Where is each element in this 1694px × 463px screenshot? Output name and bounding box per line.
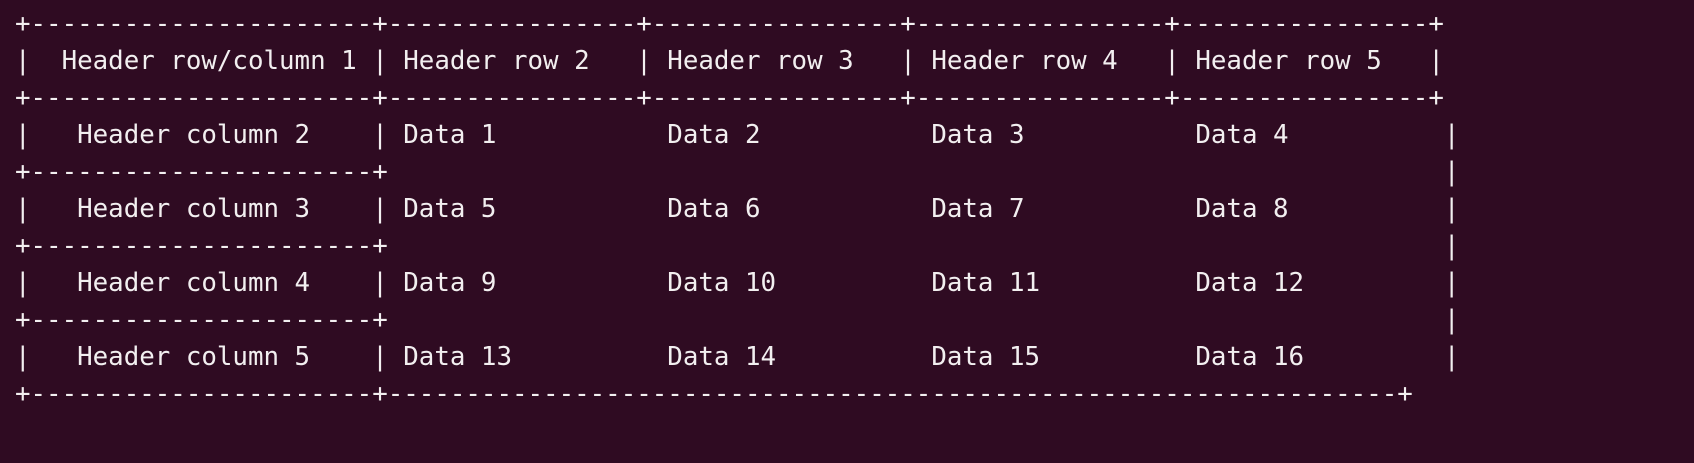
table-header-row: | Header row/column 1 | Header row 2 | H… [15, 46, 1444, 76]
table-row: | Header column 5 | Data 13 Data 14 Data… [15, 342, 1460, 372]
table-row: | Header column 2 | Data 1 Data 2 Data 3… [15, 120, 1460, 150]
table-row: | Header column 4 | Data 9 Data 10 Data … [15, 268, 1460, 298]
table-header-separator: +----------------------+----------------… [15, 83, 1444, 113]
table-top-border: +----------------------+----------------… [15, 9, 1444, 39]
table-row-separator: +----------------------+ | [15, 231, 1460, 261]
table-bottom-border: +----------------------+----------------… [15, 379, 1429, 409]
table-row-separator: +----------------------+ | [15, 157, 1460, 187]
table-row-separator: +----------------------+ | [15, 305, 1460, 335]
terminal-output[interactable]: +----------------------+----------------… [15, 6, 1459, 413]
table-row: | Header column 3 | Data 5 Data 6 Data 7… [15, 194, 1460, 224]
